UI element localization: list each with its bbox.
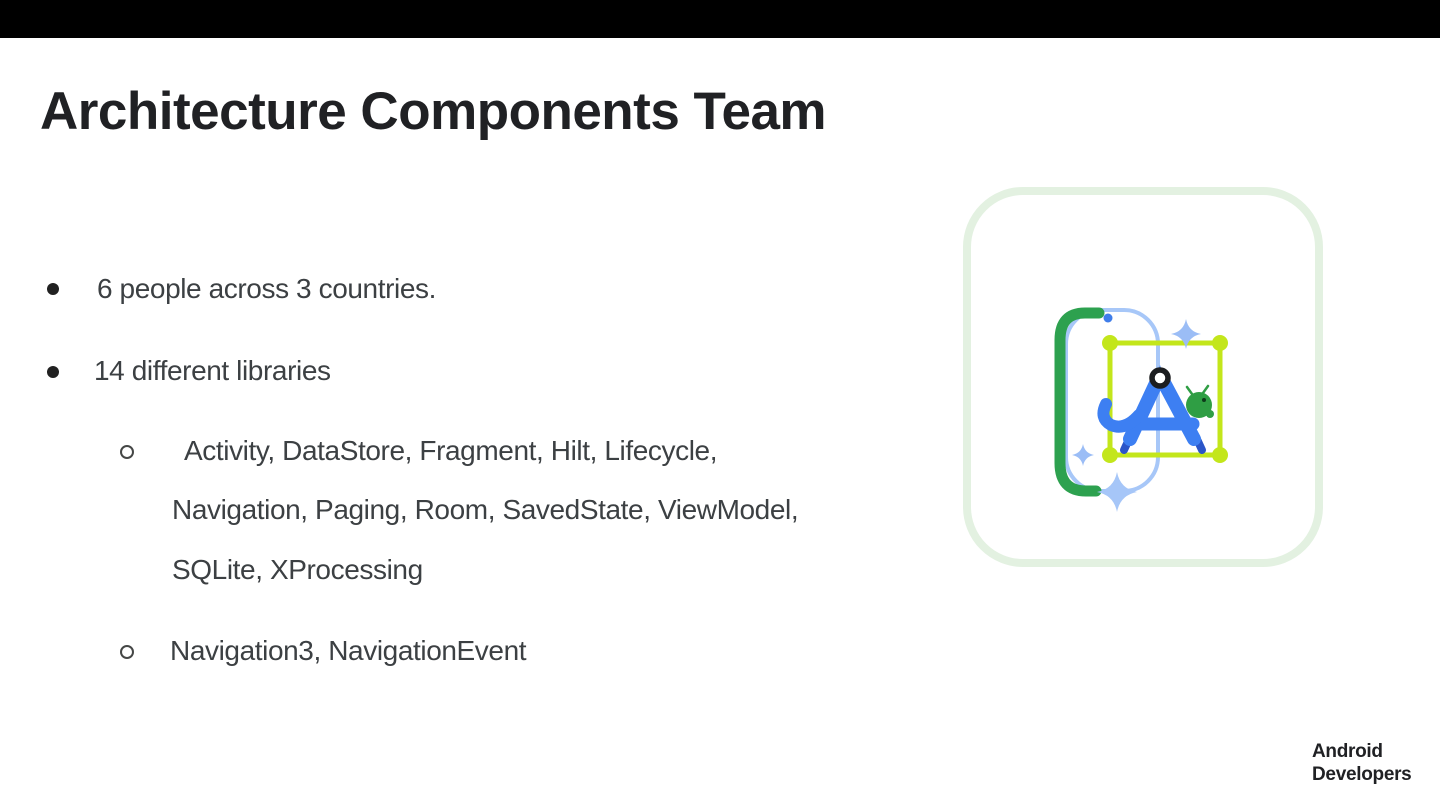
sparkle-icon bbox=[1171, 319, 1201, 349]
sparkle-icon bbox=[1097, 472, 1137, 512]
green-bracket-icon bbox=[1054, 307, 1105, 497]
sparkle-icon bbox=[1072, 444, 1094, 466]
android-studio-icon bbox=[1054, 307, 1228, 512]
android-studio-card bbox=[963, 187, 1323, 567]
sub-bullet-line: Navigation, Paging, Room, SavedState, Vi… bbox=[172, 494, 799, 525]
letterbox-bar bbox=[0, 0, 1440, 38]
bullet-dot-icon bbox=[47, 366, 59, 378]
sub-bullet-line: Navigation3, NavigationEvent bbox=[170, 635, 527, 666]
android-developers-logo: Android Developers bbox=[1312, 740, 1412, 786]
sub-bullet-line: SQLite, XProcessing bbox=[172, 554, 423, 585]
bullet-dot-icon bbox=[47, 283, 59, 295]
brand-line-1: Android bbox=[1312, 741, 1383, 762]
page-title: Architecture Components Team bbox=[40, 82, 827, 141]
android-robot-icon bbox=[1185, 384, 1214, 418]
sub-bullet-circle-icon bbox=[120, 445, 134, 459]
sub-bullet-circle-icon bbox=[120, 645, 134, 659]
bullet-item: 6 people across 3 countries. bbox=[97, 273, 437, 304]
brand-line-2: Developers bbox=[1312, 764, 1412, 785]
camera-dot-icon bbox=[1103, 313, 1113, 323]
compass-a-icon bbox=[1097, 365, 1206, 454]
selection-frame-icon bbox=[1102, 335, 1228, 463]
bullet-item: 14 different libraries bbox=[94, 355, 331, 386]
sub-bullet-line: Activity, DataStore, Fragment, Hilt, Lif… bbox=[184, 435, 718, 466]
